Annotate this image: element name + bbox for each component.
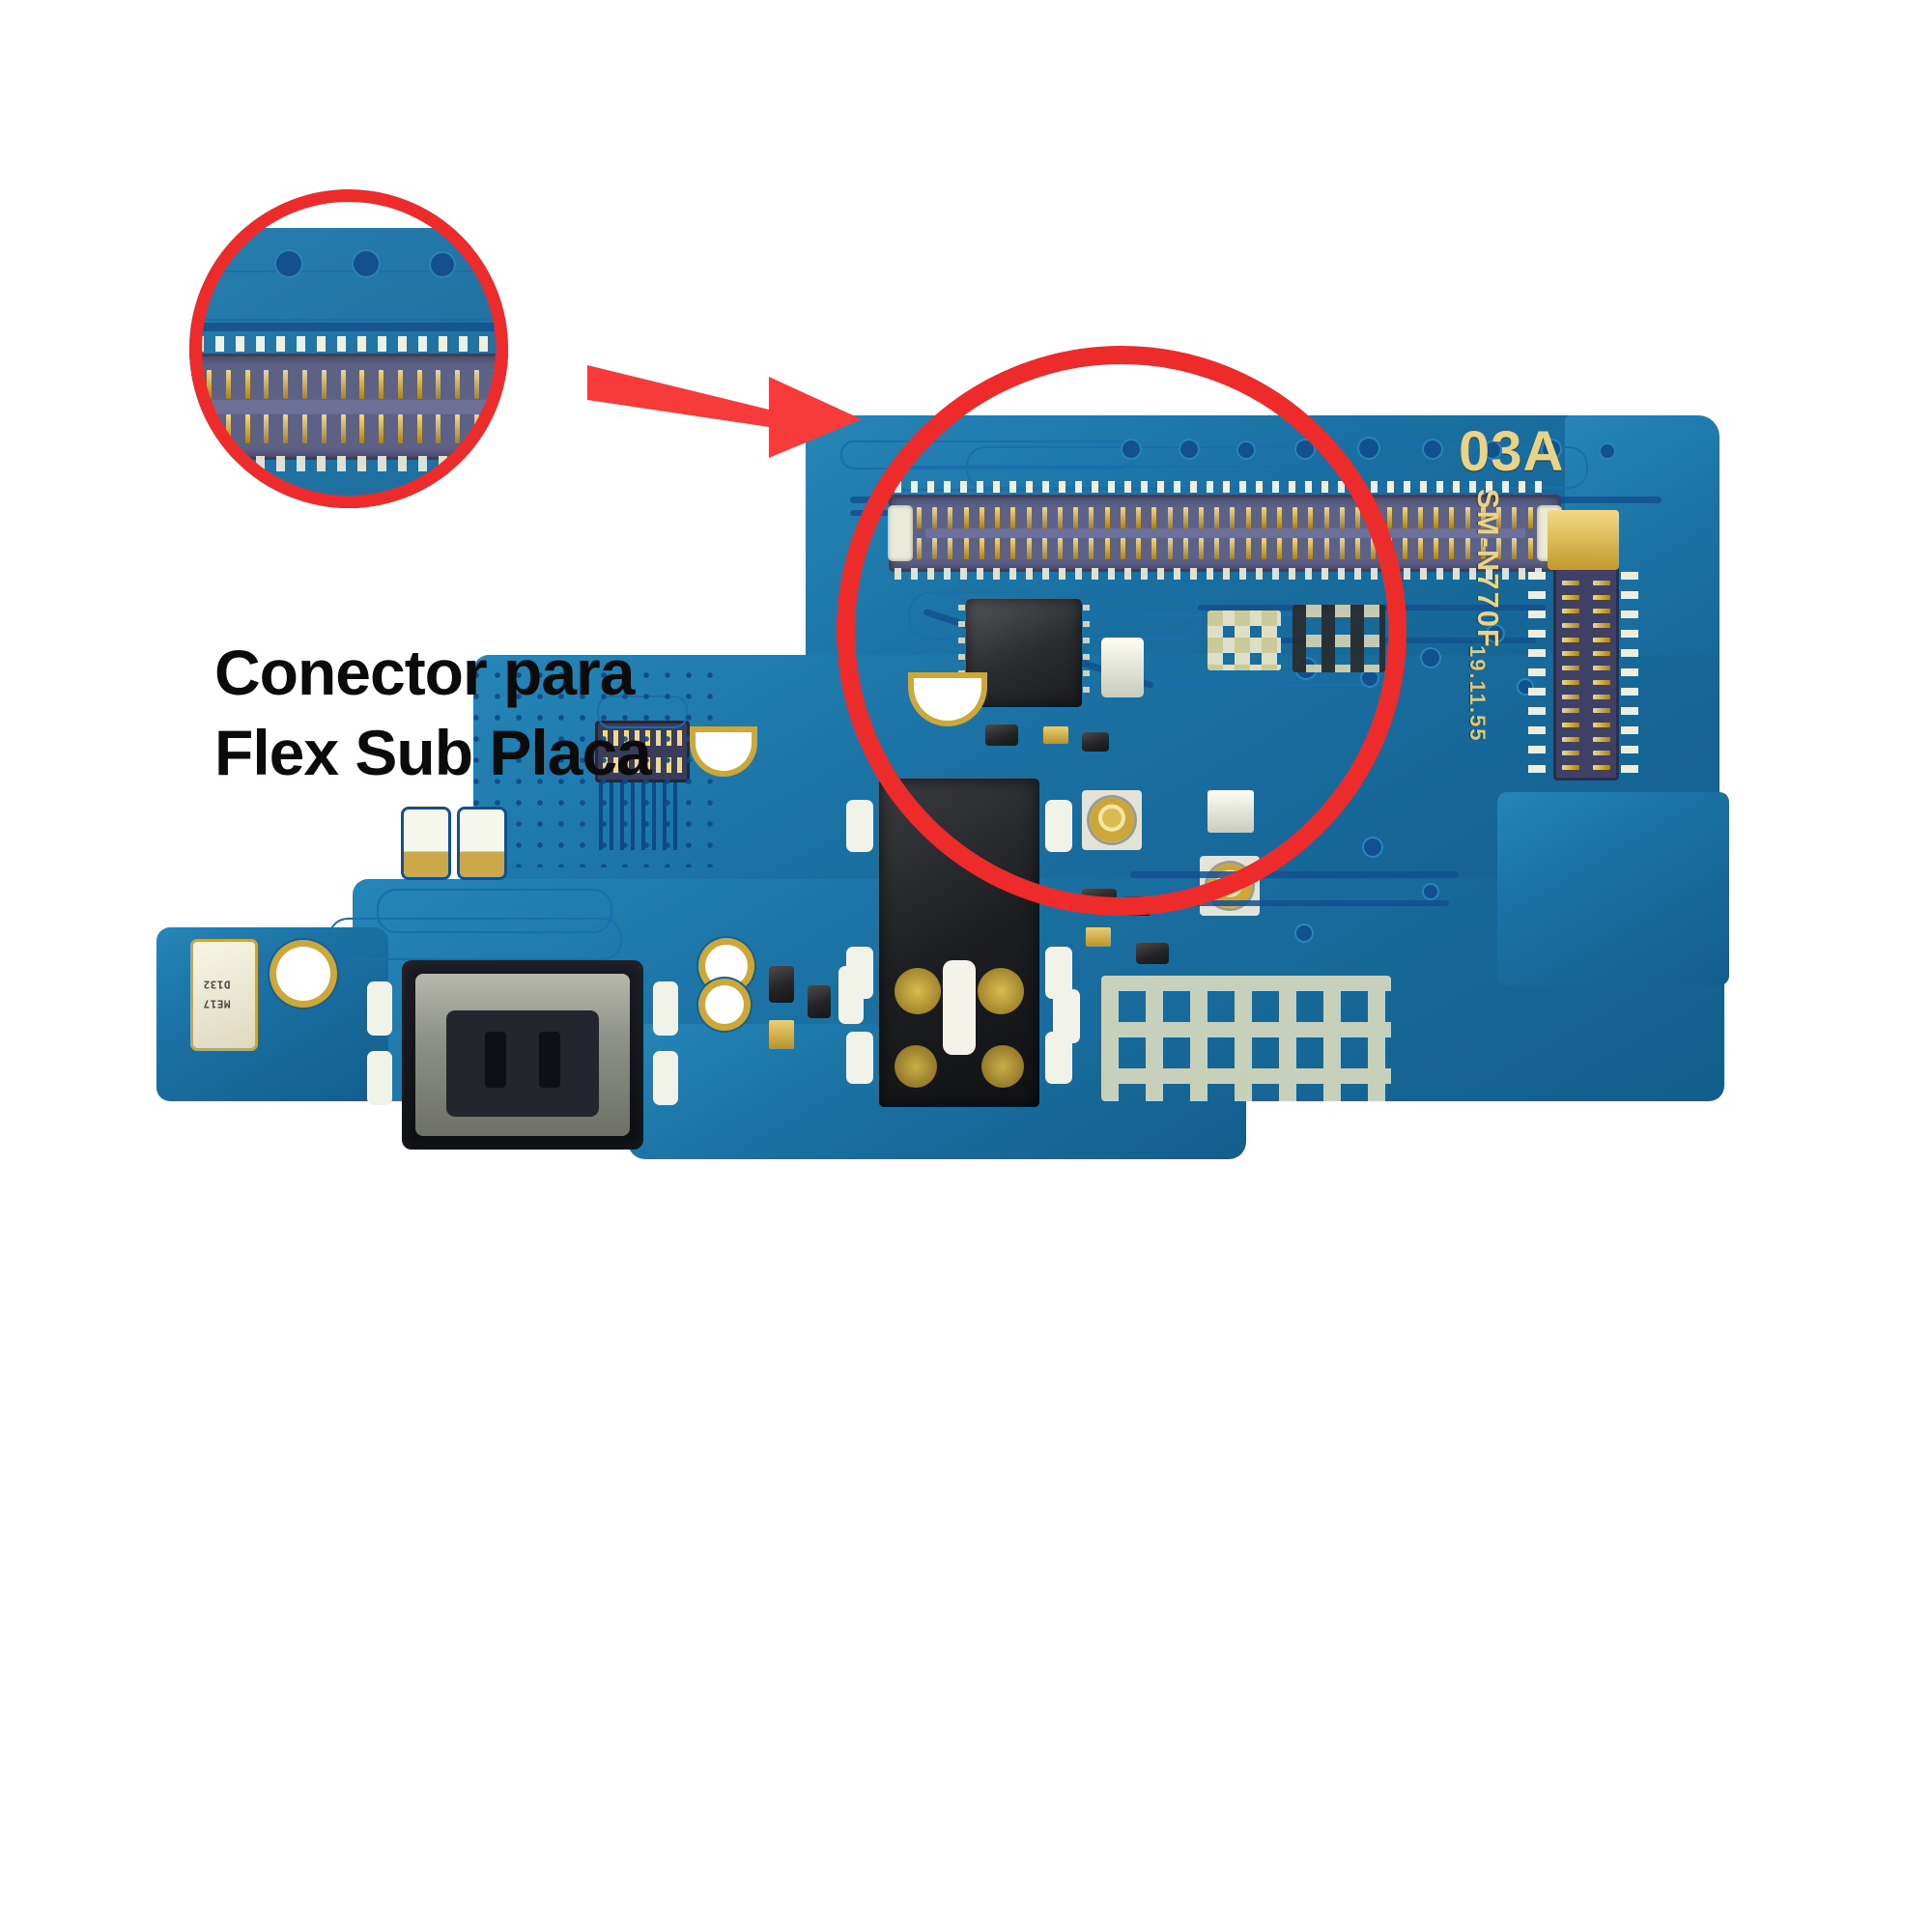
- trace-network-right: [1121, 779, 1507, 991]
- pcb-outline-right-tab: [1497, 792, 1729, 985]
- usb-solder-pad-right: [653, 981, 678, 1036]
- fpc-pin-row-bottom: [917, 538, 1533, 559]
- annotation-caption: Conector para Flex Sub Placa: [214, 633, 833, 792]
- passive-chip-1: [985, 724, 1018, 746]
- shield-clip-1: [1208, 790, 1254, 833]
- jack-pad-l1: [846, 800, 873, 852]
- pad-white-br1: [1053, 989, 1080, 1043]
- crystal-oscillator: D132 ME17: [193, 942, 255, 1048]
- pad-gold-1: [1043, 726, 1068, 744]
- mounting-hole-mid: [705, 945, 748, 987]
- crystal-marking-line2: D132: [203, 978, 231, 991]
- passive-chip-5: [1082, 889, 1117, 910]
- passive-chip-4: [808, 985, 831, 1018]
- jack-pad-l2: [846, 947, 873, 999]
- spring-contact-2: [460, 810, 504, 877]
- passive-chip-7: [1136, 943, 1169, 964]
- trace-loop-left2: [328, 918, 622, 960]
- pad-gold-2: [769, 1020, 794, 1049]
- via-field-left: [466, 665, 717, 867]
- trace-loop-left: [377, 889, 612, 933]
- passive-field-bottom-right: [1101, 976, 1391, 1101]
- silkscreen-date-code: 19.11.55: [1465, 645, 1490, 743]
- pad-gold-3: [1086, 927, 1111, 947]
- arrow-right-icon: [587, 365, 862, 458]
- fpc-solder-pads: [895, 481, 1549, 493]
- mounting-hole-center: [705, 985, 744, 1024]
- fpc-pin-row-top: [917, 507, 1533, 528]
- fpc-side-solder-pads: [1528, 572, 1546, 779]
- spring-contact-1: [404, 810, 448, 877]
- jack-pad-r1: [1045, 800, 1072, 852]
- usb-c-port: [402, 960, 643, 1150]
- silkscreen-model: SM-N770F: [1471, 489, 1505, 649]
- inductor-component: [1101, 638, 1144, 697]
- usb-solder-pad-left2: [367, 1051, 392, 1105]
- coax-connector-1: [1090, 798, 1134, 842]
- usb-solder-pad-right2: [653, 1051, 678, 1105]
- caption-line-1: Conector para: [214, 637, 635, 708]
- usb-solder-pad-left: [367, 981, 392, 1036]
- fpc-connector-main: [888, 495, 1562, 572]
- fpc-connector-side-cap: [1548, 510, 1619, 570]
- fpc-solder-pads-lower: [895, 568, 1549, 580]
- passive-cluster-b: [1293, 605, 1385, 672]
- passive-chip-2: [1082, 732, 1109, 752]
- passive-chip-3: [769, 966, 794, 1003]
- caption-line-2: Flex Sub Placa: [214, 716, 652, 788]
- audio-jack: [879, 779, 1039, 1107]
- pcb-main-board: 03A SM-N770F 19.11.55 D132 ME17: [156, 406, 1729, 1159]
- passive-cluster-a: [1208, 611, 1281, 670]
- fpc-side-solder-pads-r: [1621, 572, 1638, 779]
- inset-magnified-view: [189, 189, 508, 508]
- crystal-marking-line1: ME17: [203, 997, 231, 1010]
- jack-pad-l3: [846, 1032, 873, 1084]
- silkscreen-revision: 03A: [1459, 420, 1565, 483]
- mounting-hole-left: [276, 947, 330, 1001]
- inset-fpc-connector: [189, 354, 508, 460]
